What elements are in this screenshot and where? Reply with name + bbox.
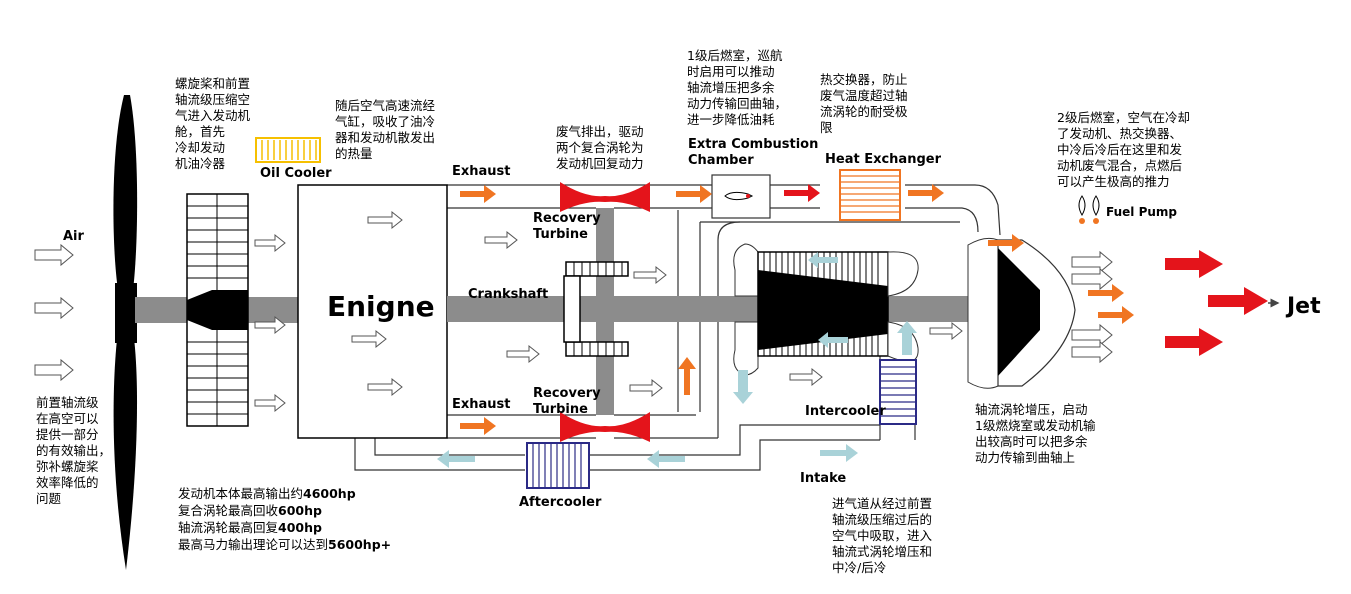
fuel-pump-icon — [1078, 195, 1100, 224]
air-flow-arrows — [34, 210, 1113, 413]
oil-cooler-label: Oil Cooler — [260, 166, 332, 181]
exhaust-label-bottom: Exhaust — [452, 397, 511, 412]
engine-block — [297, 184, 448, 439]
axial-turbocharger — [733, 243, 919, 376]
engine-label: Enigne — [327, 290, 435, 323]
gearbox — [563, 208, 629, 415]
output-line-1: 发动机本体最高输出约4600hp — [178, 486, 356, 501]
output-line-4: 最高马力输出理论可以达到5600hp+ — [178, 537, 391, 552]
note-cylinder: 随后空气高速流经气缸，吸收了油冷器和发动机散发出的热量 — [335, 98, 436, 161]
exhaust-label-top: Exhaust — [452, 164, 511, 179]
note-afterburner1: 1级后燃室，巡航时启用可以推动轴流增压把多余动力传输回曲轴，进一步降低油耗 — [687, 48, 787, 127]
note-afterburner2: 2级后燃室，空气在冷却了发动机、热交换器、中冷后冷后在这里和发动机废气混合，点燃… — [1057, 110, 1190, 189]
output-line-3: 轴流涡轮最高回复400hp — [178, 520, 322, 535]
aftercooler-block — [526, 442, 590, 489]
recovery-turbine-bottom — [560, 412, 650, 442]
cool-air-arrows — [437, 252, 917, 468]
note-intake: 进气道从经过前置轴流级压缩过后的空气中吸取，进入轴流式涡轮增压和中冷/后冷 — [832, 496, 933, 575]
note-front-axial: 前置轴流级在高空可以提供一部分的有效输出，弥补螺旋桨效率降低的问题 — [36, 395, 111, 506]
afterburner-nozzle — [967, 237, 1076, 389]
oil-cooler-block — [255, 137, 321, 163]
note-exhaust-turbine: 废气排出，驱动两个复合涡轮为发动机回复动力 — [556, 124, 644, 171]
intercooler-label: Intercooler — [805, 404, 886, 419]
heat-exchanger-label: Heat Exchanger — [825, 152, 942, 167]
aftercooler-label: Aftercooler — [519, 495, 602, 510]
note-propeller: 螺旋桨和前置轴流级压缩空气进入发动机舱，首先冷却发动机油冷器 — [175, 76, 251, 171]
intake-label: Intake — [800, 471, 846, 486]
note-heat-exchanger: 热交换器，防止废气温度超过轴流涡轮的耐受极限 — [820, 72, 908, 135]
front-axial-compressor — [186, 193, 249, 427]
output-line-2: 复合涡轮最高回收600hp — [178, 503, 322, 518]
crankshaft-bar — [447, 296, 567, 322]
jet-label: Jet — [1285, 294, 1321, 319]
heat-exchanger-block — [839, 169, 901, 221]
crankshaft-label: Crankshaft — [468, 287, 548, 302]
recovery-turbine-top — [560, 182, 650, 212]
propeller — [113, 95, 138, 570]
hot-gas-arrows — [784, 184, 1268, 356]
extra-combustion-chamber — [711, 174, 771, 219]
output-summary: 发动机本体最高输出约4600hp 复合涡轮最高回收600hp 轴流涡轮最高回复4… — [178, 486, 391, 552]
intercooler-block — [879, 359, 917, 425]
exhaust-arrows — [460, 184, 1134, 435]
air-label: Air — [63, 229, 85, 244]
fuel-pump-label: Fuel Pump — [1106, 205, 1177, 219]
